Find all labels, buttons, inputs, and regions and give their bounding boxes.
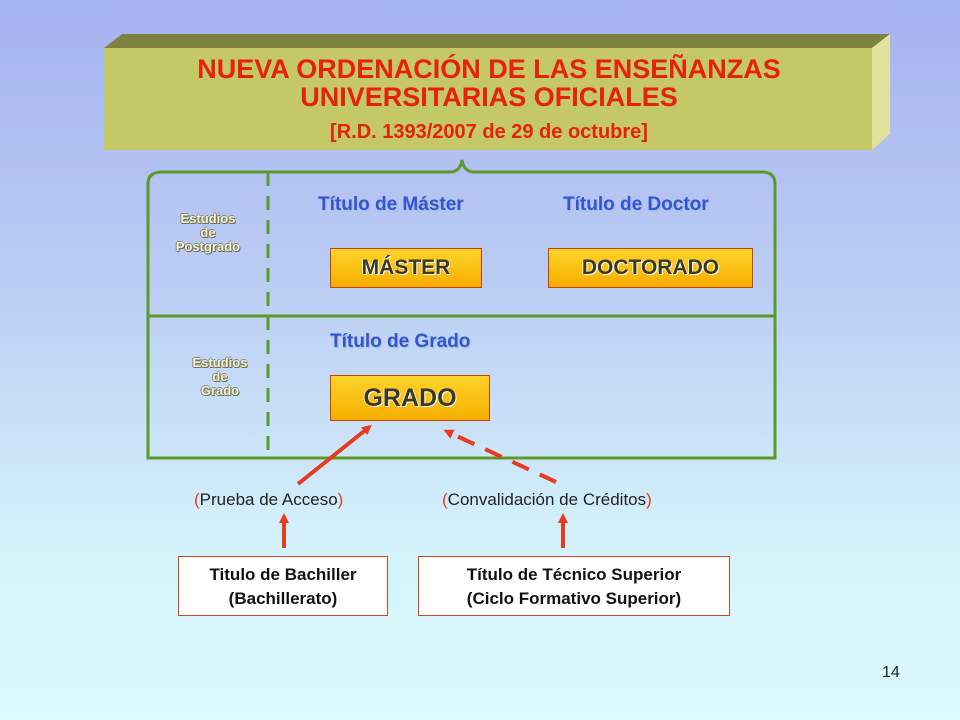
paren-close: ) [646,490,652,509]
tecnico-line2: (Ciclo Formativo Superior) [466,589,682,608]
convalidacion-label: (Convalidación de Créditos) [442,490,652,510]
postgrado-label-line1: Estudios [180,211,236,226]
prueba-acceso-text: Prueba de Acceso [199,490,338,509]
doctorado-box: DOCTORADO [548,248,753,288]
grado-title: Título de Grado [330,331,471,352]
bachiller-box: Titulo de Bachiller (Bachillerato) [178,556,388,616]
arrow-conval-to-grado [443,429,557,484]
page-number: 14 [882,664,900,681]
brace-frame [146,159,777,460]
grado-label-line1: Estudios [192,355,248,370]
grado-label: Estudios de Grado [176,356,264,398]
grado-label-line3: Grado [200,383,240,398]
master-box: MÁSTER [330,248,482,288]
bachiller-line2: (Bachillerato) [228,589,338,608]
postgrado-label: Estudios de Postgrado [162,212,254,254]
paren-close: ) [337,490,344,509]
doctor-title: Título de Doctor [563,194,709,215]
grado-label-line2: de [212,369,228,384]
banner-top-face [104,34,890,48]
banner-front-face [104,48,872,150]
paren-open: ( [194,490,200,509]
postgrado-label-line2: de [200,225,216,240]
convalidacion-text: Convalidación de Créditos [447,490,647,509]
bachiller-line1: Titulo de Bachiller [209,565,357,584]
arrow-access-to-grado [296,424,372,486]
tecnico-box: Título de Técnico Superior (Ciclo Format… [418,556,730,616]
banner-title-line1: NUEVA ORDENACIÓN DE LAS ENSEÑANZAS [197,54,781,84]
tecnico-line1: Título de Técnico Superior [466,565,682,584]
master-title: Título de Máster [318,194,464,215]
paren-open: ( [442,490,448,509]
grado-box: GRADO [330,375,490,421]
postgrado-label-line3: Postgrado [175,239,241,254]
prueba-acceso-label: (Prueba de Acceso) [194,490,343,510]
banner-subtitle: [R.D. 1393/2007 de 29 de octubre] [330,121,648,143]
banner-side-face [872,34,890,150]
banner-title-line2: UNIVERSITARIAS OFICIALES [300,82,678,112]
